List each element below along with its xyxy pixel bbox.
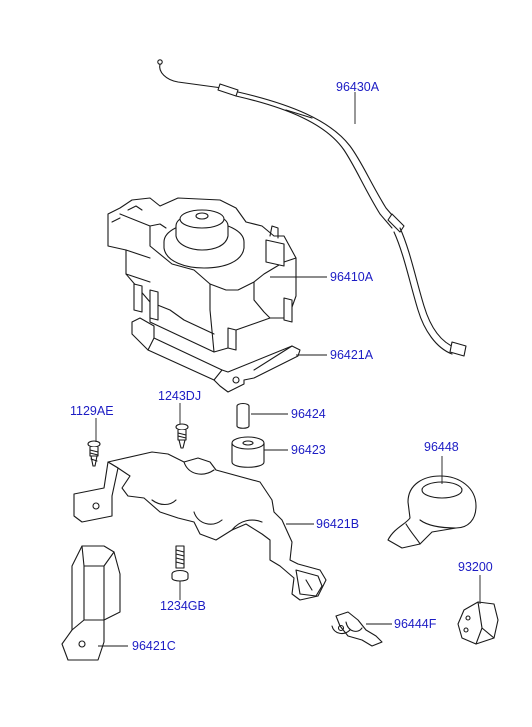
actuator-96410a [107,197,297,353]
callout-93200: 93200 [458,560,493,574]
bracket-96421b [73,451,327,601]
boot-96448 [387,475,477,549]
cable-96430a [157,59,467,357]
callout-96410a: 96410A [330,270,374,284]
bolt-1234gb [171,545,189,582]
switch-93200 [457,601,499,645]
callout-96444f: 96444F [394,617,437,631]
bushing-96423 [231,436,265,468]
callout-96421a: 96421A [330,348,374,362]
callout-96430a: 96430A [336,80,380,94]
callout-96424: 96424 [291,407,326,421]
callout-1234gb: 1234GB [160,599,206,613]
bracket-96421a [131,317,301,393]
callout-1129ae: 1129AE [70,404,114,418]
callout-1243dj: 1243DJ [158,389,201,403]
screw-1243dj [175,423,189,449]
clip-96444f [331,611,383,647]
callout-96448: 96448 [424,440,459,454]
bracket-96421c [61,545,121,661]
callout-96421b: 96421B [316,517,359,531]
callout-96423: 96423 [291,443,326,457]
pin-96424 [236,402,250,429]
leader-lines [95,92,481,647]
screw-1129ae [87,440,101,467]
callout-96421c: 96421C [132,639,176,653]
